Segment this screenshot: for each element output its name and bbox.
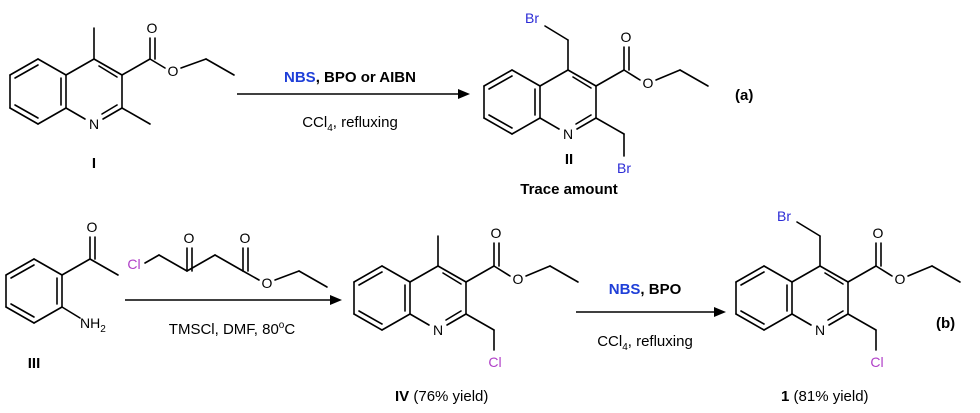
condition-text: TMSCl, DMF, 80oC <box>169 320 296 338</box>
compound-III-structure: O NH2 <box>5 219 119 335</box>
atom-label: Br <box>525 10 539 26</box>
scheme-tag-a: (a) <box>735 87 753 104</box>
atom-label: O <box>240 230 251 246</box>
atom-label: O <box>491 225 502 241</box>
reagent-chloroacetoacetate: Cl O O O <box>127 230 328 291</box>
compound-I-structure: O O N <box>9 20 235 132</box>
atom-label: O <box>621 29 632 45</box>
arrow-head <box>330 295 342 305</box>
atom-label: O <box>643 75 654 91</box>
atom-label: O <box>873 225 884 241</box>
atom-label: Cl <box>127 256 140 272</box>
atom-label: O <box>184 230 195 246</box>
atom-label: O <box>168 63 179 79</box>
scheme-tag-b: (b) <box>936 315 955 332</box>
atom-label: N <box>815 322 825 338</box>
compound-label: 1 (81% yield) <box>781 388 869 405</box>
condition-text: CCl4, refluxing <box>597 333 693 353</box>
arrow-head <box>714 307 726 317</box>
atom-label: NH2 <box>80 315 106 335</box>
compound-label: II <box>565 151 573 168</box>
atom-label: O <box>262 275 273 291</box>
atom-label: O <box>513 271 524 287</box>
atom-label: N <box>89 116 99 132</box>
reagent-text: NBS, BPO or AIBN <box>284 69 416 86</box>
atom-label: N <box>433 322 443 338</box>
atom-label: O <box>895 271 906 287</box>
atom-label: Br <box>777 208 791 224</box>
atom-label: Br <box>617 160 631 176</box>
product-note: Trace amount <box>520 181 618 198</box>
compound-label: III <box>28 355 41 372</box>
atom-label: N <box>563 126 573 142</box>
compound-1-structure: Br O O N Cl <box>735 208 961 370</box>
compound-II-structure: Br Br O O N <box>483 10 709 176</box>
reagent-text: NBS, BPO <box>609 281 682 298</box>
atom-label: Cl <box>870 354 883 370</box>
arrow-head <box>458 89 470 99</box>
compound-label: IV (76% yield) <box>395 388 488 405</box>
condition-text: CCl4, refluxing <box>302 114 398 134</box>
compound-label: I <box>92 155 96 172</box>
atom-label: O <box>87 219 98 235</box>
compound-IV-structure: O O N Cl <box>353 225 579 370</box>
atom-label: O <box>147 20 158 36</box>
atom-label: Cl <box>488 354 501 370</box>
